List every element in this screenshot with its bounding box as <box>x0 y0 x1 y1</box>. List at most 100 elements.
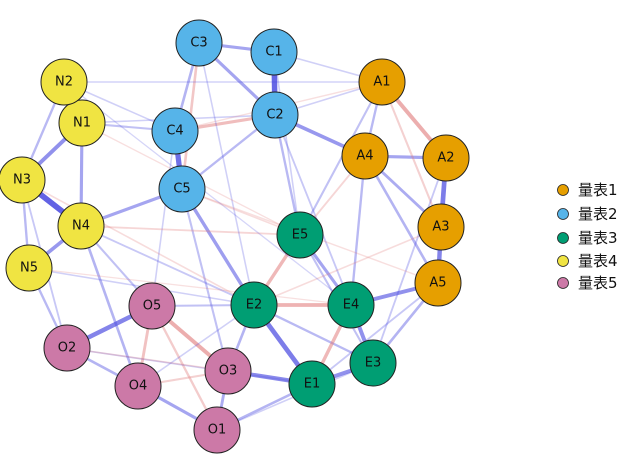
node-label: C5 <box>173 182 190 197</box>
node-label: O3 <box>219 364 238 379</box>
edge-A4-A5 <box>363 154 440 285</box>
node-circle <box>288 360 336 408</box>
node-circle <box>349 339 397 387</box>
node-label: E1 <box>304 377 321 392</box>
node-circle <box>251 91 299 139</box>
node-O4: O4 <box>114 362 162 410</box>
node-circle <box>175 19 223 67</box>
node-label: A4 <box>356 149 373 164</box>
edge-C1-E5 <box>273 51 301 236</box>
node-A5: A5 <box>414 259 462 307</box>
edge-N4-O4 <box>79 224 140 388</box>
node-A4: A4 <box>341 132 389 180</box>
node-O1: O1 <box>193 406 241 454</box>
node-label: E3 <box>365 356 382 371</box>
node-A2: A2 <box>422 134 470 182</box>
node-label: C1 <box>265 45 282 60</box>
edge-A2-E3 <box>372 157 447 364</box>
node-circle <box>327 281 375 329</box>
edge-N5-E4 <box>28 267 352 306</box>
node-circle <box>57 202 105 250</box>
node-label: A2 <box>437 151 454 166</box>
node-label: E2 <box>246 298 263 313</box>
legend-item: 量表3 <box>557 229 618 247</box>
node-A1: A1 <box>358 58 406 106</box>
legend-item: 量表1 <box>557 181 618 199</box>
node-N2: N2 <box>40 58 88 106</box>
node-O3: O3 <box>204 347 252 395</box>
legend-label: 量表3 <box>578 229 618 247</box>
node-C3: C3 <box>175 19 223 67</box>
edge-A1-E5 <box>298 80 384 237</box>
legend-label: 量表2 <box>578 205 618 223</box>
node-E2: E2 <box>230 281 278 329</box>
node-C5: C5 <box>158 165 206 213</box>
node-label: A1 <box>373 75 390 90</box>
node-label: E5 <box>292 228 309 243</box>
edge-E1-A5 <box>311 282 439 385</box>
node-label: N2 <box>55 75 73 90</box>
legend-swatch <box>557 232 569 244</box>
legend-swatch <box>557 184 569 196</box>
edge-O2-O3 <box>66 347 229 372</box>
node-N4: N4 <box>57 202 105 250</box>
node-label: C3 <box>190 36 207 51</box>
node-label: C4 <box>166 124 183 139</box>
legend-swatch <box>557 277 569 289</box>
node-label: O4 <box>129 379 148 394</box>
node-E1: E1 <box>288 360 336 408</box>
node-circle <box>358 58 406 106</box>
node-label: C2 <box>266 108 283 123</box>
node-E4: E4 <box>327 281 375 329</box>
node-circle <box>417 203 465 251</box>
node-circle <box>341 132 389 180</box>
edge-O2-E1 <box>66 347 313 385</box>
node-circle <box>58 99 106 147</box>
node-E5: E5 <box>276 211 324 259</box>
node-label: O1 <box>208 423 227 438</box>
legend-label: 量表4 <box>578 252 618 270</box>
node-circle <box>414 259 462 307</box>
node-label: A5 <box>429 276 446 291</box>
edge-C3-E2 <box>198 42 255 306</box>
edge-A4-E4 <box>349 154 367 307</box>
node-C1: C1 <box>250 28 298 76</box>
node-label: N4 <box>72 219 90 234</box>
node-circle <box>193 406 241 454</box>
node-circle <box>151 107 199 155</box>
node-circle <box>276 211 324 259</box>
legend-label: 量表1 <box>578 181 618 199</box>
edge-C4-O5 <box>151 130 176 307</box>
legend-item: 量表5 <box>557 274 618 292</box>
node-circle <box>0 156 46 204</box>
node-circle <box>43 324 91 372</box>
node-N1: N1 <box>58 99 106 147</box>
edge-A3-E2 <box>253 226 442 306</box>
legend: 量表1 量表2 量表3 量表4 量表5 <box>557 181 618 292</box>
legend-label: 量表5 <box>578 274 618 292</box>
node-O5: O5 <box>128 282 176 330</box>
node-label: N3 <box>13 173 31 188</box>
node-label: E4 <box>343 298 360 313</box>
node-circle <box>40 58 88 106</box>
node-circle <box>422 134 470 182</box>
node-label: O2 <box>58 341 77 356</box>
node-label: A3 <box>432 220 449 235</box>
legend-swatch <box>557 255 569 267</box>
edge-N2-E4 <box>63 81 352 306</box>
node-C4: C4 <box>151 107 199 155</box>
node-circle <box>158 165 206 213</box>
edge-C2-E4 <box>274 114 352 306</box>
node-circle <box>5 244 53 292</box>
node-label: N5 <box>20 261 38 276</box>
node-label: O5 <box>143 299 162 314</box>
node-circle <box>230 281 278 329</box>
node-circle <box>114 362 162 410</box>
legend-item: 量表2 <box>557 205 618 223</box>
node-O2: O2 <box>43 324 91 372</box>
node-circle <box>250 28 298 76</box>
node-C2: C2 <box>251 91 299 139</box>
edge-O4-E2 <box>137 304 255 387</box>
node-label: N1 <box>73 116 91 131</box>
